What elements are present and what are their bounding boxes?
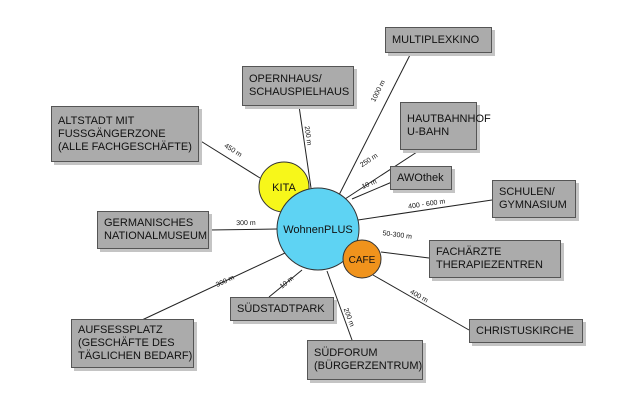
place-label-line: SÜDSTADTPARK (237, 302, 325, 315)
place-label-line: AUFSESSPLATZ (78, 324, 163, 336)
place-box-suedforum: SÜDFORUM(BÜRGERZENTRUM) (307, 340, 423, 380)
connector-nationalmuseum (208, 228, 278, 231)
hub-label: WohnenPLUS (283, 224, 353, 236)
place-label-line: FUSSGÄNGERZONE (58, 127, 166, 140)
place-label-line: SÜDFORUM (314, 347, 378, 359)
connector-suedforum (326, 270, 353, 341)
place-label-line: HAUTBAHNHOF (407, 113, 491, 125)
connector-fachaerzte (380, 251, 430, 259)
cafe-label: CAFE (349, 255, 376, 266)
place-label-line: AWOthek (397, 171, 444, 184)
place-label-line: THERAPIEZENTREN (436, 259, 543, 271)
cafe-circle (342, 239, 382, 279)
kita-label: KITA (272, 182, 296, 194)
connector-multiplexkino (338, 52, 412, 196)
distance-label-fachaerzte: 50-300 m (382, 230, 412, 241)
hub-circle (276, 187, 360, 271)
connector-christuskirche (372, 274, 470, 331)
connector-schulen (357, 199, 493, 221)
place-label-line: ALTSTADT MIT (58, 114, 135, 127)
place-box-awothek: AWOthek (390, 166, 452, 190)
distance-label-opernhaus: 200 m (303, 126, 313, 146)
distance-label-hauptbahnhof: 250 m (359, 152, 379, 169)
place-box-christuskirche: CHRISTUSKIRCHE (469, 319, 583, 343)
distance-label-nationalmuseum: 300 m (236, 220, 256, 227)
connector-suedstadtpark (268, 269, 303, 298)
place-label-line: GYMNASIUM (499, 199, 567, 211)
place-box-suedstadtpark: SÜDSTADTPARK (230, 297, 334, 321)
place-label-line: CHRISTUSKIRCHE (476, 324, 574, 337)
place-label-line: GERMANISCHES (104, 217, 194, 229)
place-box-schulen: SCHULEN/GYMNASIUM (492, 180, 576, 218)
place-box-multiplexkino: MULTIPLEXKINO (385, 27, 492, 53)
distance-label-multiplexkino: 1000 m (370, 79, 387, 103)
connector-awothek (351, 181, 393, 200)
place-label-line: FACHÄRZTE (436, 246, 502, 258)
connector-hauptbahnhof (344, 149, 421, 200)
connector-altstadt (198, 139, 261, 179)
distance-label-schulen: 400 - 600 m (408, 198, 446, 210)
place-label-line: (BÜRGERZENTRUM) (314, 360, 423, 372)
place-label-line: SCHAUSPIELHAUS (249, 86, 350, 98)
connector-aufsessplatz (141, 252, 286, 321)
place-box-opernhaus: OPERNHAUS/SCHAUSPIELHAUS (242, 66, 354, 106)
place-label-line: NATIONALMUSEUM (104, 230, 208, 242)
place-label-line: SCHULEN/ (499, 186, 555, 198)
place-label-line: TÄGLICHEN BEDARF) (78, 350, 193, 362)
connector-opernhaus (298, 105, 312, 189)
place-label-line: MULTIPLEXKINO (392, 33, 480, 46)
place-label-line: (ALLE FACHGESCHÄFTE) (58, 140, 192, 153)
connector-lines (141, 52, 493, 341)
place-label-line: OPERNHAUS/ (249, 73, 322, 85)
place-label-line: (GESCHÄFTE DES (78, 337, 175, 349)
distance-label-aufsessplatz: 300 m (215, 274, 236, 289)
place-label-line: U-BAHN (407, 126, 450, 138)
